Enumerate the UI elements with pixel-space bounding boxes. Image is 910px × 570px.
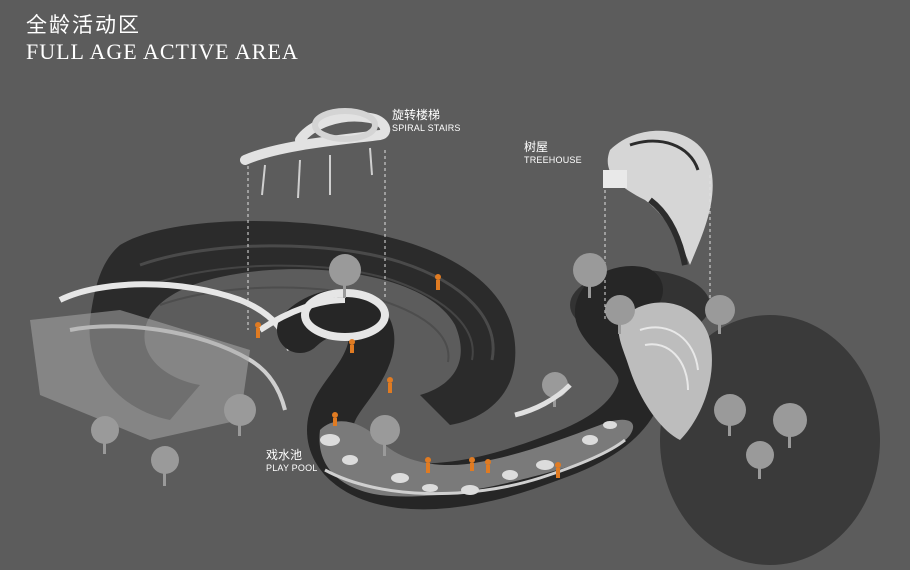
ring-inner-bands — [139, 244, 495, 361]
title-block: 全龄活动区 FULL AGE ACTIVE AREA — [26, 12, 299, 66]
pool-edge — [324, 438, 626, 496]
page-title-en: FULL AGE ACTIVE AREA — [26, 39, 299, 64]
label-play-pool: 戏水池 PLAY POOL — [266, 448, 318, 474]
right-lawn-oval — [660, 315, 880, 565]
label-treehouse: 树屋 TREEHOUSE — [524, 140, 582, 166]
label-play-pool-en: PLAY POOL — [266, 463, 318, 473]
slide — [514, 383, 572, 418]
label-treehouse-cn: 树屋 — [524, 140, 549, 154]
label-treehouse-en: TREEHOUSE — [524, 155, 582, 165]
treehouse-structure — [603, 130, 713, 266]
spiral-stairs-structure — [240, 108, 391, 199]
ring-band — [149, 264, 474, 361]
people-figures — [255, 274, 561, 478]
page-title-cn: 全龄活动区 — [26, 13, 141, 37]
dome-rib — [639, 326, 699, 371]
projection-lines — [247, 150, 711, 330]
label-play-pool-cn: 戏水池 — [266, 448, 303, 462]
label-spiral-stairs-en: SPIRAL STAIRS — [392, 123, 461, 133]
dome-rib — [644, 343, 689, 391]
treehouse-dome — [618, 302, 712, 440]
trees — [91, 253, 807, 486]
striped-deck — [30, 310, 250, 440]
label-spiral-stairs-cn: 旋转楼梯 — [392, 108, 441, 122]
stepping-stones — [320, 421, 617, 495]
label-spiral-stairs: 旋转楼梯 SPIRAL STAIRS — [392, 108, 461, 134]
